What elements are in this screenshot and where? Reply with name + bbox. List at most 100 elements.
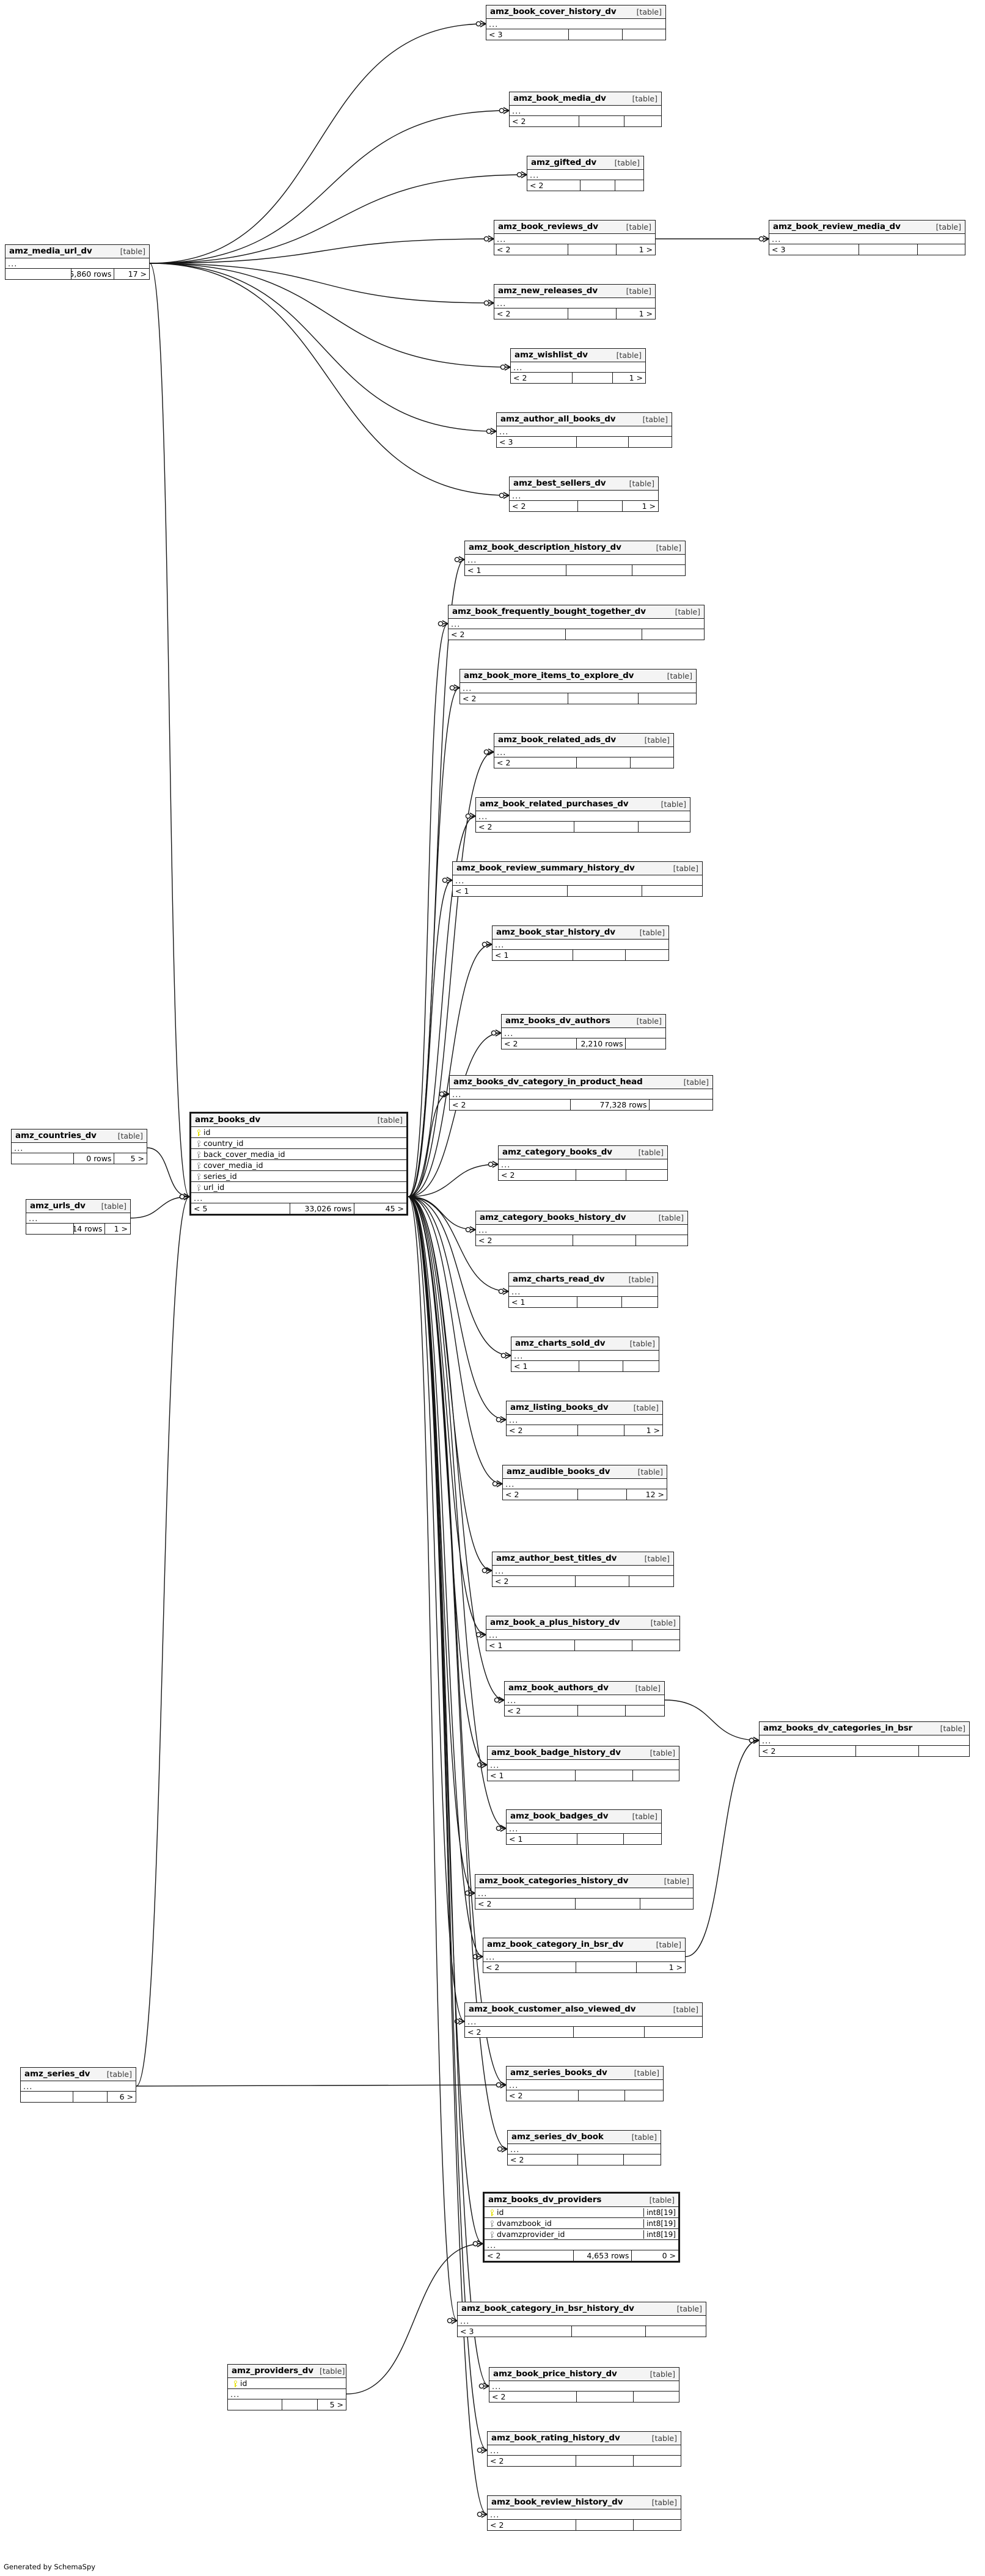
table-node-amz_book_frequently_bought_together_dv[interactable]: amz_book_frequently_bought_together_dv[t…	[448, 605, 705, 640]
row-count	[576, 1770, 634, 1781]
crows-foot-marker	[183, 1193, 190, 1200]
table-footer: < 2	[489, 2392, 679, 2402]
table-node-amz_gifted_dv[interactable]: amz_gifted_dv[table]...< 2	[527, 156, 644, 191]
incoming-relationship-count	[21, 2092, 74, 2102]
table-node-amz_book_related_ads_dv[interactable]: amz_book_related_ads_dv[table]...< 2	[494, 733, 674, 768]
table-node-amz_books_dv_category_in_product_head[interactable]: amz_books_dv_category_in_product_head[ta…	[449, 1075, 713, 1111]
table-node-amz_category_books_dv[interactable]: amz_category_books_dv[table]...< 2	[498, 1145, 668, 1181]
table-node-amz_charts_sold_dv[interactable]: amz_charts_sold_dv[table]...< 1	[511, 1337, 659, 1372]
table-node-amz_media_url_dv[interactable]: amz_media_url_dv[table]...25,860 rows17 …	[5, 244, 150, 280]
table-node-amz_author_best_titles_dv[interactable]: amz_author_best_titles_dv[table]...< 2	[492, 1552, 674, 1587]
table-node-amz_book_rating_history_dv[interactable]: amz_book_rating_history_dv[table]...< 2	[487, 2431, 681, 2467]
table-footer: < 2	[760, 1746, 969, 1756]
table-node-amz_books_dv_categories_in_bsr[interactable]: amz_books_dv_categories_in_bsr[table]...…	[759, 1721, 970, 1757]
table-name: amz_series_dv	[24, 2069, 90, 2079]
more-columns-ellipsis: ...	[505, 1695, 664, 1706]
table-column-row[interactable]: id	[228, 2378, 346, 2389]
table-node-amz_book_customer_also_viewed_dv[interactable]: amz_book_customer_also_viewed_dv[table].…	[464, 2002, 703, 2038]
table-node-amz_series_dv_book[interactable]: amz_series_dv_book[table]...< 2	[507, 2130, 661, 2166]
table-column-row[interactable]: series_id	[191, 1171, 406, 1182]
cardinality-zero-marker	[496, 2082, 502, 2088]
table-column-row[interactable]: url_id	[191, 1182, 406, 1193]
primary-key-icon	[490, 2209, 494, 2216]
table-node-amz_book_authors_dv[interactable]: amz_book_authors_dv[table]...< 2	[504, 1681, 665, 1717]
table-column-row[interactable]: back_cover_media_id	[191, 1149, 406, 1160]
table-column-row[interactable]: country_id	[191, 1138, 406, 1149]
table-header: amz_book_category_in_bsr_dv[table]	[483, 1938, 685, 1952]
incoming-relationship-count: < 1	[511, 1361, 580, 1371]
table-node-amz_book_review_history_dv[interactable]: amz_book_review_history_dv[table]...< 2	[487, 2495, 681, 2531]
more-columns-ellipsis: ...	[465, 555, 685, 565]
table-footer: < 2	[492, 1576, 673, 1586]
table-node-amz_book_review_media_dv[interactable]: amz_book_review_media_dv[table]...< 3	[769, 220, 965, 255]
more-columns-ellipsis: ...	[511, 1351, 659, 1361]
table-node-amz_book_a_plus_history_dv[interactable]: amz_book_a_plus_history_dv[table]...< 1	[486, 1616, 680, 1651]
crows-foot-marker	[480, 1631, 486, 1638]
column-key-slot	[194, 1126, 203, 1138]
table-node-amz_book_category_in_bsr_dv[interactable]: amz_book_category_in_bsr_dv[table]...< 2…	[483, 1938, 686, 1973]
table-node-amz_book_badges_dv[interactable]: amz_book_badges_dv[table]...< 1	[506, 1809, 662, 1845]
table-name: amz_book_reviews_dv	[498, 222, 598, 232]
table-name: amz_book_star_history_dv	[496, 927, 616, 937]
relationship-edge	[408, 1196, 465, 2022]
table-node-amz_book_star_history_dv[interactable]: amz_book_star_history_dv[table]...< 1	[492, 925, 669, 961]
table-node-amz_book_media_dv[interactable]: amz_book_media_dv[table]...< 2	[509, 92, 662, 127]
outgoing-relationship-count: 1 >	[639, 309, 653, 318]
table-name: amz_book_rating_history_dv	[491, 2433, 620, 2443]
row-count	[572, 2326, 646, 2337]
table-node-amz_book_categories_history_dv[interactable]: amz_book_categories_history_dv[table]...…	[475, 1874, 694, 1910]
table-name: amz_books_dv	[195, 1115, 261, 1125]
cardinality-zero-marker	[482, 941, 488, 947]
more-columns-ellipsis: ...	[494, 298, 655, 308]
incoming-relationship-count: < 2	[494, 308, 569, 319]
cardinality-zero-marker	[179, 1194, 185, 1200]
table-type-tag: [table]	[940, 1723, 965, 1733]
table-node-amz_series_dv[interactable]: amz_series_dv[table]...6 >	[20, 2067, 136, 2103]
table-column-row[interactable]: id	[191, 1127, 406, 1138]
table-node-amz_book_category_in_bsr_history_dv[interactable]: amz_book_category_in_bsr_history_dv[tabl…	[457, 2302, 706, 2337]
table-node-amz_series_books_dv[interactable]: amz_series_books_dv[table]...< 2	[506, 2066, 664, 2101]
table-node-amz_book_related_purchases_dv[interactable]: amz_book_related_purchases_dv[table]...<…	[475, 797, 690, 833]
incoming-relationship-count: < 1	[486, 1640, 576, 1651]
table-footer: < 1	[511, 1361, 659, 1371]
foreign-key-icon	[197, 1173, 201, 1180]
cardinality-zero-marker	[483, 300, 489, 306]
table-type-tag: [table]	[639, 927, 665, 937]
table-footer: < 1	[507, 1834, 661, 1844]
table-node-amz_providers_dv[interactable]: amz_providers_dv[table]id...5 >	[227, 2364, 346, 2410]
table-node-amz_book_cover_history_dv[interactable]: amz_book_cover_history_dv[table]...< 3	[486, 5, 666, 40]
table-node-amz_charts_read_dv[interactable]: amz_charts_read_dv[table]...< 1	[508, 1272, 658, 1308]
more-columns-ellipsis: ...	[476, 1225, 687, 1235]
table-node-amz_book_more_items_to_explore_dv[interactable]: amz_book_more_items_to_explore_dv[table]…	[460, 669, 697, 704]
incoming-relationship-count: < 5	[191, 1203, 291, 1214]
more-columns-ellipsis: ...	[476, 811, 690, 822]
table-node-amz_book_review_summary_history_dv[interactable]: amz_book_review_summary_history_dv[table…	[452, 861, 703, 897]
outgoing-relationship-count	[633, 1770, 679, 1781]
foreign-key-icon	[490, 2220, 494, 2227]
table-node-amz_book_badge_history_dv[interactable]: amz_book_badge_history_dv[table]...< 1	[487, 1746, 679, 1781]
more-columns-ellipsis: ...	[497, 426, 672, 437]
table-node-amz_category_books_history_dv[interactable]: amz_category_books_history_dv[table]...<…	[475, 1211, 688, 1246]
table-node-amz_author_all_books_dv[interactable]: amz_author_all_books_dv[table]...< 3	[496, 412, 672, 448]
table-column-row[interactable]: cover_media_id	[191, 1160, 406, 1171]
table-name: amz_providers_dv	[232, 2366, 313, 2376]
table-name: amz_book_review_history_dv	[491, 2497, 623, 2507]
table-node-amz_book_price_history_dv[interactable]: amz_book_price_history_dv[table]...< 2	[489, 2367, 679, 2403]
row-count	[578, 501, 623, 511]
table-type-tag: [table]	[637, 1467, 663, 1476]
table-node-amz_book_description_history_dv[interactable]: amz_book_description_history_dv[table]..…	[464, 541, 686, 576]
